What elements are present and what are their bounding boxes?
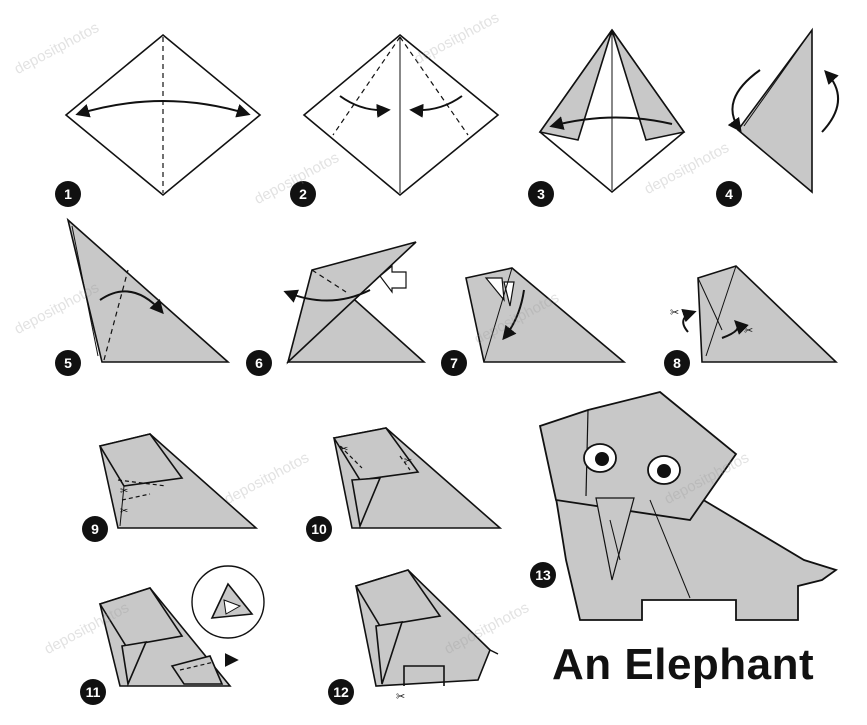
svg-text:✂: ✂ xyxy=(120,486,128,497)
svg-text:✂: ✂ xyxy=(120,506,128,517)
step-number-1: 1 xyxy=(55,181,81,207)
step-number-5: 5 xyxy=(55,350,81,376)
step-number-2: 2 xyxy=(290,181,316,207)
svg-text:✂: ✂ xyxy=(404,456,412,467)
step-number-11: 11 xyxy=(80,679,106,705)
svg-text:✂: ✂ xyxy=(744,325,753,337)
step-8-figure: ✂ ✂ xyxy=(670,266,836,362)
step-number-13: 13 xyxy=(530,562,556,588)
step-number-6: 6 xyxy=(246,350,272,376)
step-number-9: 9 xyxy=(82,516,108,542)
step-12-figure: ✂ xyxy=(356,570,498,703)
svg-text:✂: ✂ xyxy=(670,307,679,319)
step-9-figure: ✂ ✂ xyxy=(100,434,256,528)
svg-text:✂: ✂ xyxy=(340,444,348,455)
step-1-figure xyxy=(66,35,260,195)
diagram-title: An Elephant xyxy=(552,640,814,690)
step-10-figure: ✂ ✂ xyxy=(334,428,500,528)
step-number-4: 4 xyxy=(716,181,742,207)
step-3-figure xyxy=(540,30,684,192)
step-number-7: 7 xyxy=(441,350,467,376)
step-number-3: 3 xyxy=(528,181,554,207)
step-6-figure xyxy=(286,242,424,362)
step-4-figure xyxy=(732,30,838,192)
step-13-elephant xyxy=(540,392,836,620)
step-number-10: 10 xyxy=(306,516,332,542)
step-11-figure xyxy=(100,566,264,686)
step-7-figure xyxy=(466,268,624,362)
step-number-8: 8 xyxy=(664,350,690,376)
step-number-12: 12 xyxy=(328,679,354,705)
step-5-figure xyxy=(68,220,228,362)
step-2-figure xyxy=(304,35,498,195)
svg-text:✂: ✂ xyxy=(396,691,405,703)
